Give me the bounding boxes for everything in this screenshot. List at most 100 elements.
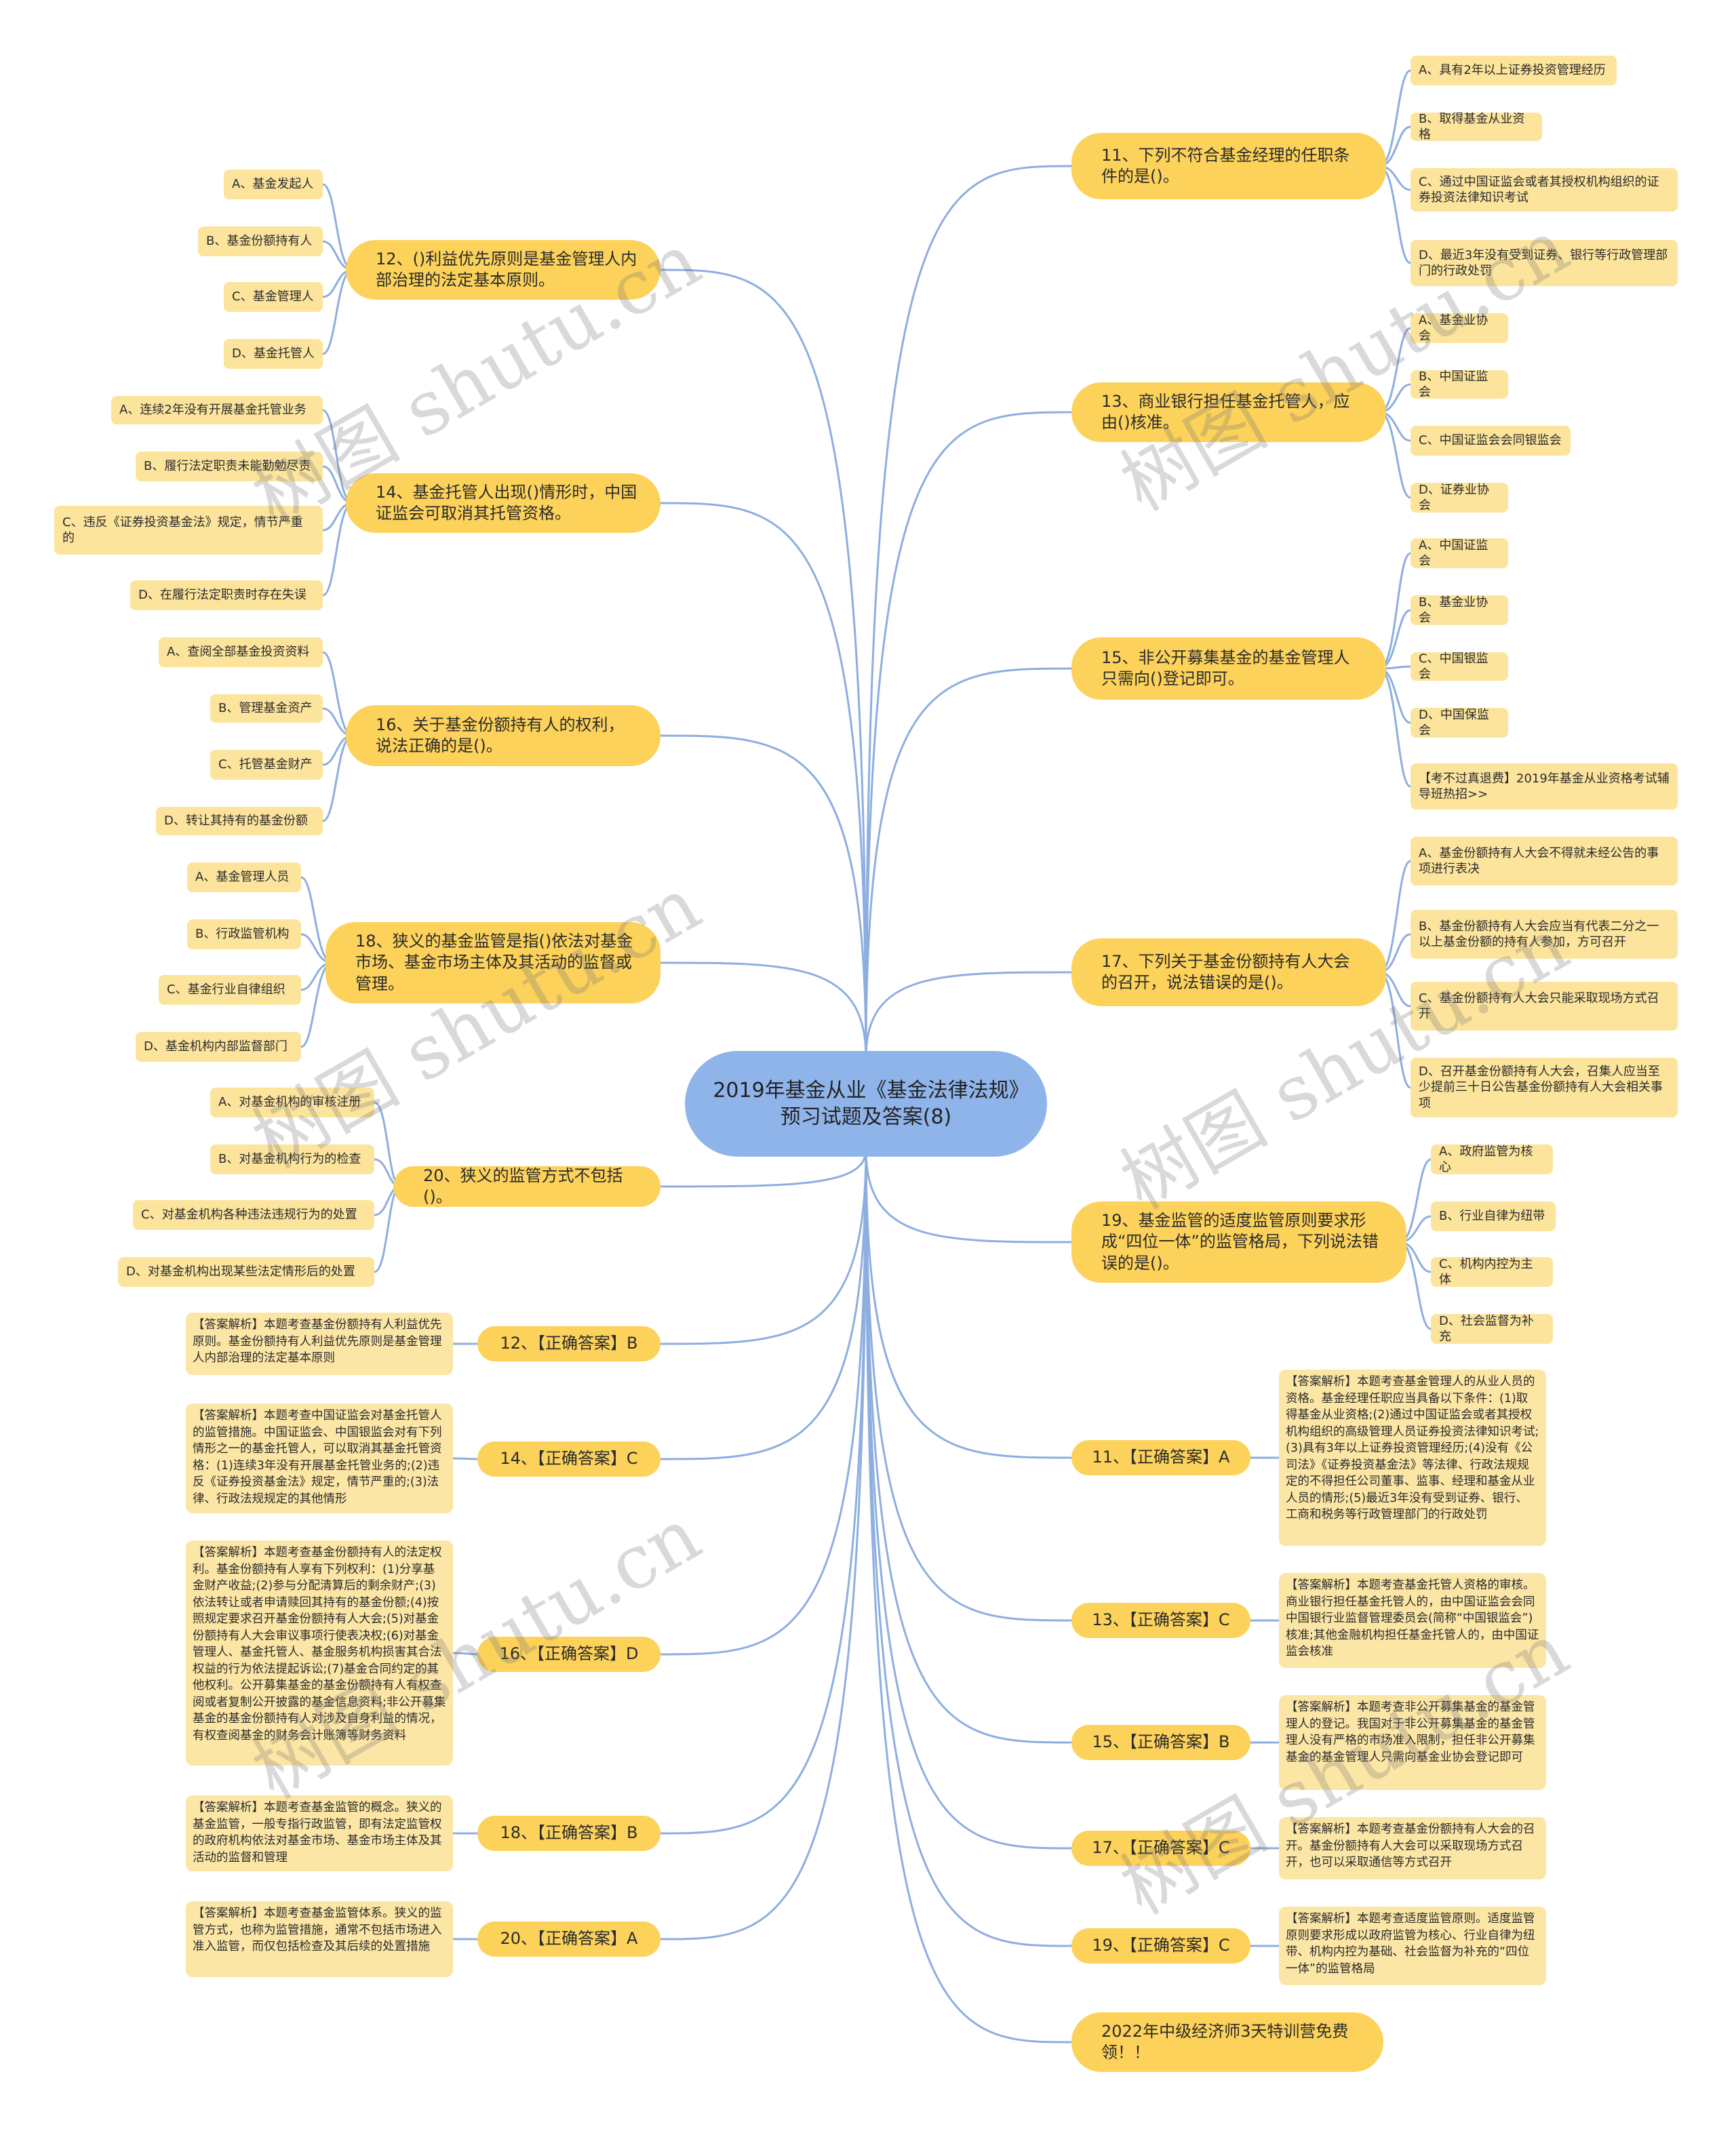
option-d-label: D、社会监督为补充: [1439, 1313, 1534, 1344]
answer-explanation-label: 【答案解析】本题考查中国证监会对基金托管人的监管措施。中国证监会、中国银监会对有…: [193, 1409, 442, 1506]
question-13-label: 13、商业银行担任基金托管人，应由()核准。: [1101, 391, 1350, 432]
question-20[interactable]: 20、狭义的监管方式不包括()。: [393, 1166, 660, 1207]
answer-explanation[interactable]: 【答案解析】本题考查基金托管人资格的审核。商业银行担任基金托管人的，由中国证监会…: [1279, 1573, 1546, 1668]
question-17[interactable]: 17、下列关于基金份额持有人大会的召开，说法错误的是()。: [1071, 938, 1386, 1006]
connector: [865, 1149, 1072, 1850]
answer-explanation-label: 【答案解析】本题考查基金份额持有人的法定权利。基金份额持有人享有下列权利：(1)…: [193, 1546, 446, 1742]
option-c[interactable]: C、托管基金财产: [210, 750, 323, 780]
question-18[interactable]: 18、狭义的基金监管是指()依法对基金市场、基金市场主体及其活动的监督或管理。: [326, 922, 660, 1003]
option-d[interactable]: D、对基金机构出现某些法定情形后的处置: [118, 1257, 374, 1287]
answer-16[interactable]: 16、【正确答案】D: [477, 1637, 660, 1672]
option-b[interactable]: B、对基金机构行为的检查: [210, 1144, 374, 1174]
option-b[interactable]: B、取得基金从业资格: [1410, 112, 1542, 142]
option-c-label: C、基金份额持有人大会只能采取现场方式召开: [1419, 991, 1659, 1021]
answer-explanation[interactable]: 【答案解析】本题考查中国证监会对基金托管人的监管措施。中国证监会、中国银监会对有…: [186, 1403, 453, 1513]
option-d[interactable]: D、在履行法定职责时存在失误: [130, 580, 323, 610]
answer-12[interactable]: 12、【正确答案】B: [477, 1326, 660, 1361]
option-a[interactable]: A、基金发起人: [224, 170, 323, 199]
option-a[interactable]: A、查阅全部基金投资资料: [159, 637, 323, 667]
option-b[interactable]: B、履行法定职责未能勤勉尽责: [136, 452, 323, 481]
connector: [865, 1149, 1072, 1622]
answer-explanation-label: 【答案解析】本题考查适度监管原则。适度监管原则要求形成以政府监管为核心、行业自律…: [1286, 1912, 1535, 1976]
option-b-label: B、中国证监会: [1419, 369, 1488, 399]
connector: [660, 1149, 867, 1656]
option-c[interactable]: C、通过中国证监会或者其授权机构组织的证券投资法律知识考试: [1410, 168, 1678, 212]
answer-explanation[interactable]: 【答案解析】本题考查基金份额持有人的法定权利。基金份额持有人享有下列权利：(1)…: [186, 1540, 453, 1766]
option-d[interactable]: D、召开基金份额持有人大会，召集人应当至少提前三十日公告基金份额持有人大会相关事…: [1410, 1058, 1678, 1117]
question-12[interactable]: 12、()利益优先原则是基金管理人内部治理的法定基本原则。: [346, 240, 660, 300]
option-d[interactable]: D、中国保监会: [1410, 708, 1508, 738]
answer-explanation[interactable]: 【答案解析】本题考查基金份额持有人大会的召开。基金份额持有人大会可以采取现场方式…: [1279, 1817, 1546, 1879]
connector: [660, 502, 867, 1058]
answer-explanation[interactable]: 【答案解析】本题考查基金监管的概念。狭义的基金监管，一般专指行政监管，即有法定监…: [186, 1795, 453, 1871]
question-19-label: 19、基金监管的适度监管原则要求形成“四位一体”的监管格局，下列说法错误的是()…: [1101, 1211, 1379, 1273]
promo-node[interactable]: 2022年中级经济师3天特训营免费领！！: [1071, 2012, 1383, 2072]
answer-11[interactable]: 11、【正确答案】A: [1071, 1440, 1250, 1475]
question-19[interactable]: 19、基金监管的适度监管原则要求形成“四位一体”的监管格局，下列说法错误的是()…: [1071, 1201, 1406, 1283]
question-13[interactable]: 13、商业银行担任基金托管人，应由()核准。: [1071, 382, 1386, 442]
option-d[interactable]: D、基金机构内部监督部门: [136, 1032, 301, 1062]
answer-14[interactable]: 14、【正确答案】C: [477, 1441, 660, 1477]
answer-explanation-label: 【答案解析】本题考查基金份额持有人利益优先原则。基金份额持有人利益优先原则是基金…: [193, 1318, 442, 1365]
option-c[interactable]: C、基金管理人: [224, 282, 323, 312]
option-c[interactable]: C、对基金机构各种违法违规行为的处置: [133, 1200, 374, 1230]
question-11[interactable]: 11、下列不符合基金经理的任职条件的是()。: [1071, 133, 1386, 199]
answer-18[interactable]: 18、【正确答案】B: [477, 1816, 660, 1851]
option-a[interactable]: A、中国证监会: [1410, 538, 1508, 568]
question-16[interactable]: 16、关于基金份额持有人的权利，说法正确的是()。: [346, 705, 660, 766]
option-b[interactable]: B、中国证监会: [1410, 370, 1508, 399]
answer-19[interactable]: 19、【正确答案】C: [1071, 1928, 1250, 1964]
answer-explanation[interactable]: 【答案解析】本题考查非公开募集基金的基金管理人的登记。我国对于非公开募集基金的基…: [1279, 1695, 1546, 1790]
promo-link-option[interactable]: 【考不过真退费】2019年基金从业资格考试辅导班热招>>: [1410, 763, 1678, 810]
option-a[interactable]: A、基金业协会: [1410, 313, 1508, 343]
question-15[interactable]: 15、非公开募集基金的基金管理人只需向()登记即可。: [1071, 637, 1386, 700]
option-d-label: D、在履行法定职责时存在失误: [138, 588, 307, 603]
central-topic[interactable]: 2019年基金从业《基金法律法规》预习试题及答案(8): [685, 1051, 1047, 1157]
answer-13[interactable]: 13、【正确答案】C: [1071, 1603, 1250, 1638]
option-c-label: C、托管基金财产: [218, 757, 313, 772]
question-18-label: 18、狭义的基金监管是指()依法对基金市场、基金市场主体及其活动的监督或管理。: [355, 932, 633, 993]
answer-17-label: 17、【正确答案】C: [1092, 1838, 1230, 1858]
option-d[interactable]: D、社会监督为补充: [1431, 1314, 1553, 1344]
connector: [1379, 971, 1411, 1089]
answer-explanation[interactable]: 【答案解析】本题考查基金管理人的从业人员的资格。基金经理任职应当具备以下条件：(…: [1279, 1370, 1546, 1546]
option-b[interactable]: B、管理基金资产: [210, 694, 323, 723]
option-d-label: D、证券业协会: [1419, 482, 1489, 513]
option-c[interactable]: C、基金份额持有人大会只能采取现场方式召开: [1410, 982, 1678, 1031]
question-14[interactable]: 14、基金托管人出现()情形时，中国证监会可取消其托管资格。: [346, 473, 660, 533]
answer-explanation-label: 【答案解析】本题考查非公开募集基金的基金管理人的登记。我国对于非公开募集基金的基…: [1286, 1700, 1535, 1764]
option-c[interactable]: C、中国证监会会同银监会: [1410, 426, 1571, 456]
option-c[interactable]: C、机构内控为主体: [1431, 1257, 1553, 1287]
option-b[interactable]: B、行业自律为纽带: [1431, 1201, 1556, 1231]
answer-15[interactable]: 15、【正确答案】B: [1071, 1725, 1250, 1760]
option-c-label: C、中国银监会: [1419, 651, 1488, 681]
option-c[interactable]: C、违反《证券投资基金法》规定，情节严重的: [54, 506, 323, 555]
option-a[interactable]: A、连续2年没有开展基金托管业务: [111, 396, 323, 424]
option-a[interactable]: A、基金份额持有人大会不得就未经公告的事项进行表决: [1410, 837, 1678, 885]
option-d[interactable]: D、最近3年没有受到证券、银行等行政管理部门的行政处罚: [1410, 240, 1678, 286]
option-a[interactable]: A、基金管理人员: [187, 862, 301, 892]
answer-explanation[interactable]: 【答案解析】本题考查适度监管原则。适度监管原则要求形成以政府监管为核心、行业自律…: [1279, 1907, 1546, 1985]
option-a[interactable]: A、对基金机构的审核注册: [210, 1088, 374, 1117]
connector: [865, 1149, 1072, 1459]
option-d[interactable]: D、转让其持有的基金份额: [156, 807, 323, 835]
option-a[interactable]: A、政府监管为核心: [1431, 1144, 1553, 1174]
answer-20-label: 20、【正确答案】A: [500, 1929, 638, 1949]
answer-20[interactable]: 20、【正确答案】A: [477, 1921, 660, 1957]
option-c[interactable]: C、基金行业自律组织: [159, 975, 301, 1005]
option-d[interactable]: D、基金托管人: [224, 339, 323, 369]
option-c-label: C、对基金机构各种违法违规行为的处置: [141, 1208, 357, 1222]
option-b[interactable]: B、行政监管机构: [187, 919, 301, 949]
central-topic-label: 2019年基金从业《基金法律法规》预习试题及答案(8): [713, 1079, 1019, 1129]
option-b[interactable]: B、基金份额持有人大会应当有代表二分之一以上基金份额的持有人参加，方可召开: [1410, 910, 1678, 959]
answer-explanation[interactable]: 【答案解析】本题考查基金监管体系。狭义的监管方式，也称为监管措施，通常不包括市场…: [186, 1901, 453, 1977]
connector: [660, 1149, 867, 1835]
option-c[interactable]: C、中国银监会: [1410, 652, 1508, 681]
option-b-label: B、行业自律为纽带: [1439, 1209, 1545, 1224]
option-b[interactable]: B、基金业协会: [1410, 595, 1508, 625]
option-b[interactable]: B、基金份额持有人: [198, 226, 323, 256]
option-a[interactable]: A、具有2年以上证券投资管理经历: [1410, 56, 1617, 85]
answer-17[interactable]: 17、【正确答案】C: [1071, 1831, 1250, 1866]
option-d[interactable]: D、证券业协会: [1410, 483, 1508, 513]
answer-explanation[interactable]: 【答案解析】本题考查基金份额持有人利益优先原则。基金份额持有人利益优先原则是基金…: [186, 1313, 453, 1375]
